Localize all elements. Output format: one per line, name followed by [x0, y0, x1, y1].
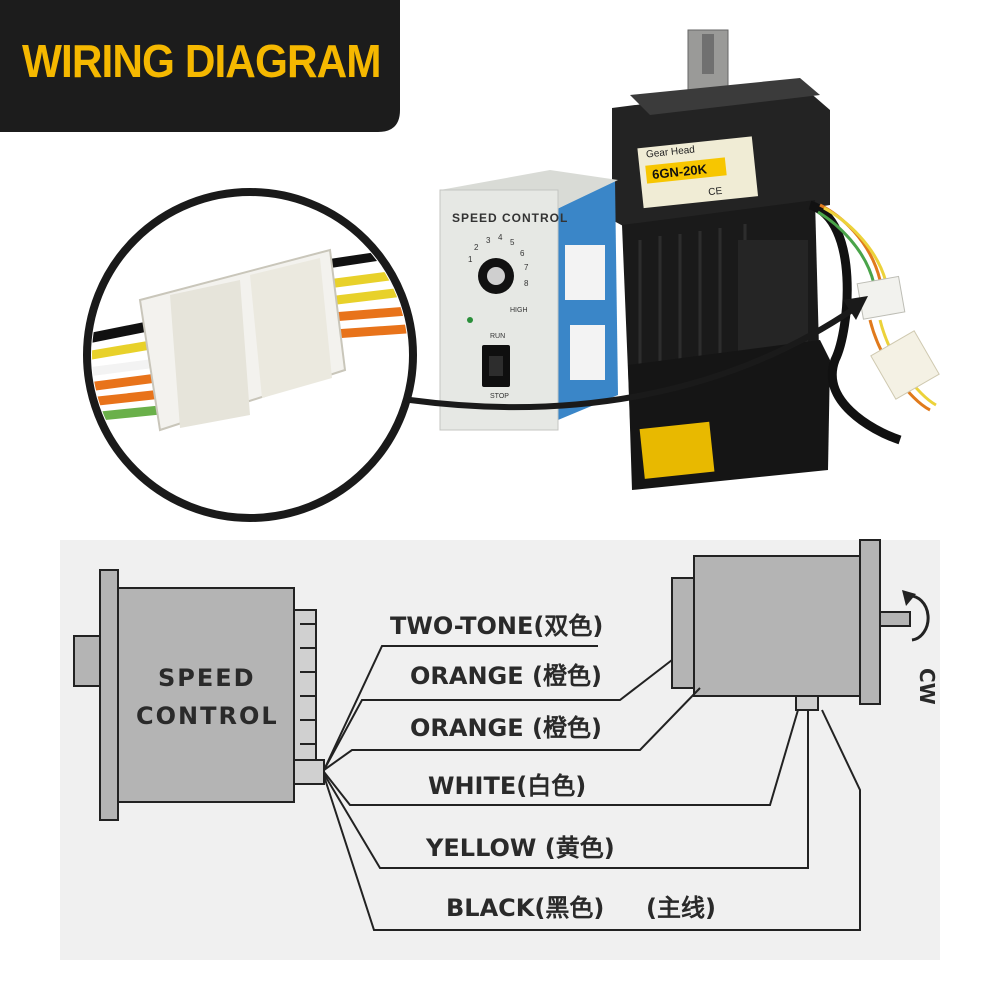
wire-black: [323, 709, 861, 931]
wire-yellow: [323, 710, 809, 869]
diagram-terminal-block: [293, 609, 317, 761]
wire-label-black: BLACK(黑色): [446, 894, 604, 922]
callout-arrow: [409, 305, 857, 411]
ce-mark: CE: [708, 186, 723, 198]
gearhead-label: Gear Head: [646, 144, 696, 160]
diagram-motor-flange-back: [671, 577, 695, 689]
rotation-arrow-icon: [907, 594, 930, 642]
page-title: WIRING DIAGRAM: [22, 35, 381, 87]
diagram-terminal-pins: [300, 623, 316, 745]
diagram-motor-shaft: [879, 611, 911, 627]
svg-text:8: 8: [524, 279, 529, 288]
product-photo: Gear Head 6GN-20K CE SPEED CONTROL 1 2 3…: [83, 29, 940, 522]
wire-white: [323, 709, 799, 806]
wire-label-orange-2: ORANGE (橙色): [410, 714, 602, 742]
connector-closeup: [92, 245, 408, 432]
wiring-diagram: SPEED CONTROL CW TWO-TONE(双色) ORANGE (橙色…: [60, 539, 940, 960]
gearhead-model: 6GN-20K: [651, 161, 708, 182]
shaft-key: [702, 34, 714, 74]
main-line-label: (主线): [646, 894, 716, 922]
svg-text:3: 3: [486, 236, 491, 245]
controller-faceplate: [439, 189, 559, 431]
wire-orange-1: [323, 659, 673, 771]
dial-high-label: HIGH: [510, 307, 528, 314]
power-led: [467, 317, 473, 323]
diagram-controller-flange: [99, 569, 119, 821]
svg-text:5: 5: [510, 238, 515, 247]
speed-dial-scale: 1 2 3 4 5 6 7 8: [468, 233, 529, 288]
wire-orange-2: [323, 687, 701, 771]
wire-label-white: WHITE(白色): [428, 772, 586, 800]
motor-nameplate: [639, 421, 715, 479]
diagram-controller-label-2: CONTROL: [136, 702, 279, 730]
diagram-motor-terminal: [795, 695, 819, 711]
run-label: RUN: [490, 333, 505, 340]
wire-two-tone: [323, 645, 598, 771]
svg-text:2: 2: [474, 243, 479, 252]
svg-text:6: 6: [520, 249, 525, 258]
wire-label-two-tone: TWO-TONE(双色): [390, 612, 603, 640]
svg-text:7: 7: [524, 263, 529, 272]
wire-label-yellow: YELLOW (黄色): [425, 834, 615, 862]
diagram-controller-box: [117, 587, 295, 803]
title-banner-bg: [0, 0, 400, 132]
diagram-motor-flange-front: [859, 539, 881, 705]
rotation-label: CW: [915, 668, 939, 705]
diagram-motor-body: [693, 555, 861, 697]
diagram-controller-knob: [73, 635, 101, 687]
stop-label: STOP: [490, 393, 509, 400]
svg-text:4: 4: [498, 233, 503, 242]
controller-title: SPEED CONTROL: [452, 211, 568, 225]
diagram-controller-label-1: SPEED: [158, 664, 256, 692]
motor-cable: [808, 200, 902, 445]
svg-text:1: 1: [468, 255, 473, 264]
wire-label-orange-1: ORANGE (橙色): [410, 662, 602, 690]
diagram-wires: [323, 645, 861, 931]
